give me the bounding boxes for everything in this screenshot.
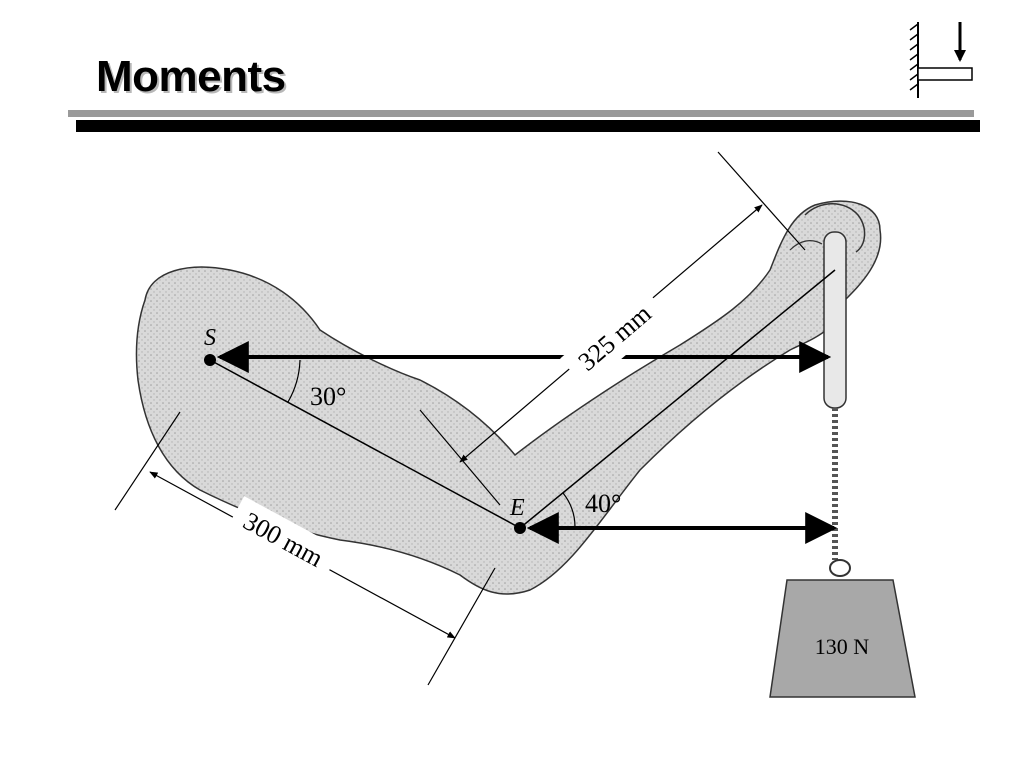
angle-label-30: 30° (310, 382, 346, 411)
title-underline-black (76, 120, 980, 132)
title-underline-grey (68, 110, 974, 117)
angle-label-40: 40° (585, 489, 621, 518)
forearm-line (519, 269, 836, 529)
handle (823, 231, 847, 409)
elbow-point (514, 522, 526, 534)
slide-title: Moments (96, 52, 286, 101)
beam-support-logo-icon (909, 22, 973, 98)
dimension-extension-elbow (427, 567, 496, 686)
angle-arc-40 (562, 492, 576, 529)
dimension-extension-forearm-hand (717, 151, 806, 251)
weight-block (769, 579, 916, 698)
upper-arm-line (209, 359, 521, 529)
elbow-label: E (509, 495, 525, 521)
weight-label: 130 N (815, 634, 870, 659)
angle-arc-30 (287, 359, 301, 403)
shoulder-label: S (204, 325, 216, 351)
shoulder-point (204, 354, 216, 366)
dimension-extension-shoulder (114, 411, 181, 511)
